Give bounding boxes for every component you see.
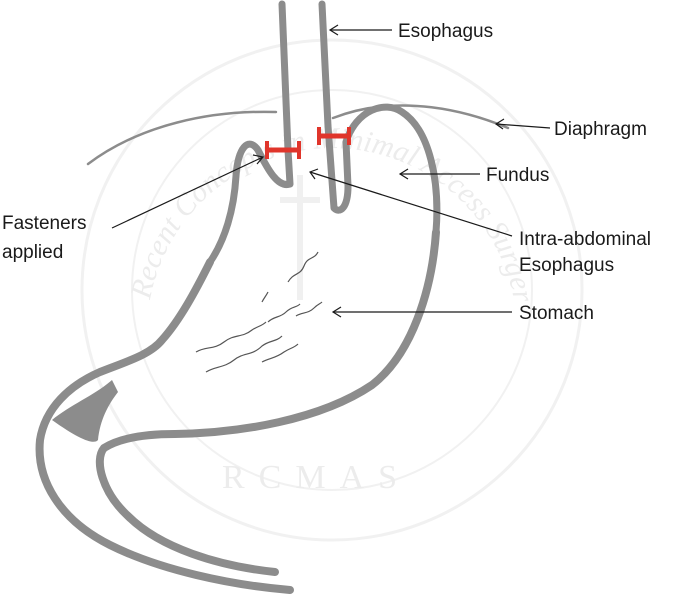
label-diaphragm: Diaphragm	[554, 119, 647, 140]
leader-fasteners	[111, 154, 265, 229]
label-fasteners-line2: applied	[2, 242, 63, 263]
stomach-lesser-curvature	[35, 258, 294, 594]
gastric-rugae	[195, 251, 323, 373]
diaphragm-left-arc	[86, 110, 278, 166]
label-intra-abdominal-line2: Esophagus	[519, 255, 614, 276]
label-esophagus: Esophagus	[398, 21, 493, 42]
leader-intra-abdominal	[309, 168, 513, 237]
fastener-right	[317, 127, 351, 145]
esophagus-left-wall	[278, 0, 292, 154]
esophagus-right-wall	[318, 0, 332, 130]
pylorus	[52, 380, 118, 442]
diaphragm-right-arc	[331, 104, 510, 130]
leader-fundus	[398, 168, 480, 180]
watermark-initials: RCMAS	[222, 459, 411, 496]
stomach-greater-curvature	[95, 228, 440, 576]
leader-stomach	[331, 306, 512, 318]
leader-diaphragm	[494, 118, 551, 130]
leader-esophagus	[328, 24, 392, 36]
label-intra-abdominal-line1: Intra-abdominal	[519, 229, 651, 250]
right-fold	[324, 103, 441, 236]
left-fold	[206, 140, 294, 266]
watermark-seal: Recent Concepts in Minimal Access Surger…	[0, 0, 584, 542]
label-fasteners-line1: Fasteners	[2, 213, 86, 234]
label-stomach: Stomach	[519, 303, 594, 324]
label-fundus: Fundus	[486, 165, 549, 186]
fastener-left	[265, 141, 301, 159]
